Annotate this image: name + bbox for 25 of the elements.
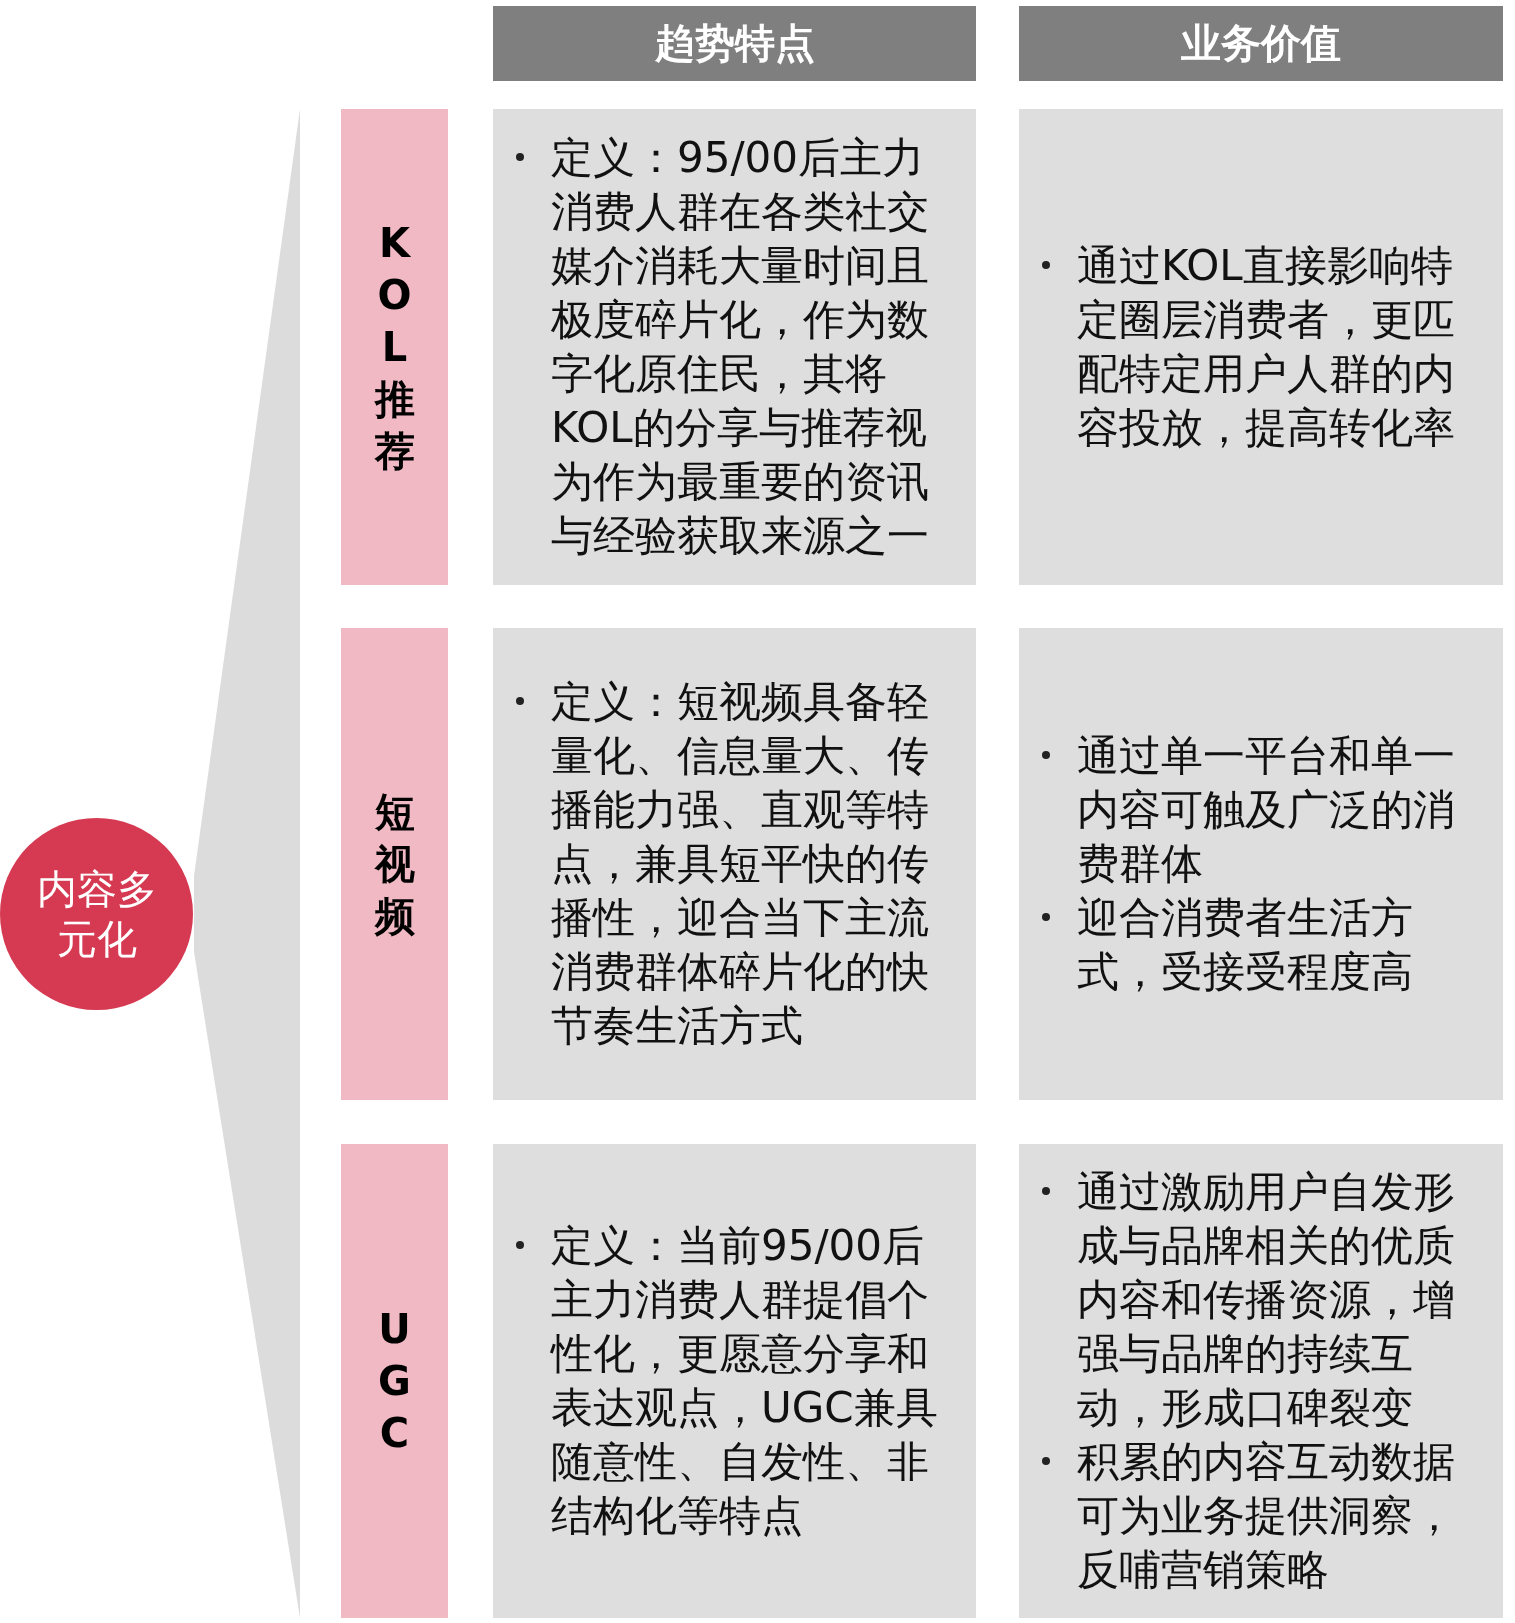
- bullet-text: 积累的内容互动数据可为业务提供洞察，反哺营销策略: [1041, 1435, 1491, 1597]
- text-cell: [1019, 628, 1503, 1100]
- header-text: 业务价值: [1181, 19, 1341, 68]
- column-header: [1019, 6, 1503, 81]
- column-header: [493, 6, 976, 81]
- label-text: KOL推荐: [373, 219, 416, 476]
- topic-text: 内容多元化: [35, 865, 158, 964]
- header-text: 趋势特点: [654, 19, 815, 68]
- bullet-text: 通过激励用户自发形成与品牌相关的优质内容和传播资源，增强与品牌的持续互动，形成口碑裂变: [1041, 1165, 1491, 1435]
- text-cell: [1019, 1144, 1503, 1618]
- text-cell: [493, 109, 976, 585]
- text-cell: [493, 628, 976, 1100]
- bullet-text: 通过单一平台和单一内容可触及广泛的消费群体: [1041, 729, 1491, 891]
- label-band: [341, 109, 448, 585]
- bullet-text: 定义：当前95/00后主力消费人群提倡个性化，更愿意分享和表达观点，UGC兼具随意性、自发性、非结构化等特点: [515, 1219, 964, 1543]
- text-cell: [493, 1144, 976, 1618]
- bullet-text: 通过KOL直接影响特定圈层消费者，更匹配特定用户人群的内容投放，提高转化率: [1041, 239, 1491, 455]
- text-cell: [1019, 109, 1503, 585]
- label-band: [341, 1144, 448, 1618]
- bullet-text: 迎合消费者生活方式，受接受程度高: [1041, 891, 1491, 999]
- label-text: 短视频: [373, 788, 416, 941]
- label-band: [341, 628, 448, 1100]
- bullet-text: 定义：95/00后主力消费人群在各类社交媒介消耗大量时间且极度碎片化，作为数字化原住民，其将KOL的分享与推荐视为作为最重要的资讯与经验获取来源之一: [515, 131, 964, 563]
- bullet-text: 定义：短视频具备轻量化、信息量大、传播能力强、直观等特点，兼具短平快的传播性，迎合当下主流消费群体碎片化的快节奏生活方式: [515, 675, 964, 1053]
- label-text: UGC: [377, 1305, 412, 1458]
